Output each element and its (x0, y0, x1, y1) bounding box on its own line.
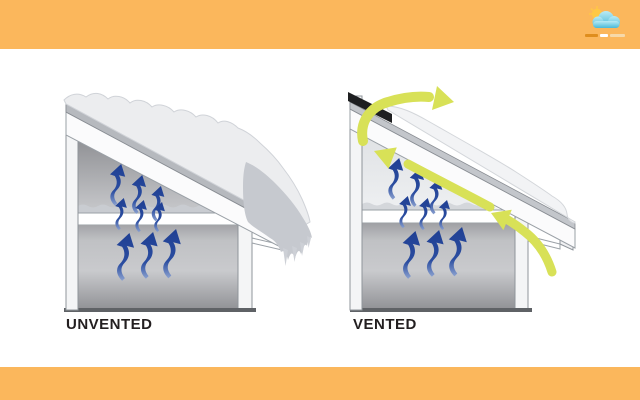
airflow-arrow-soffit-intake (491, 209, 557, 277)
icicles (283, 236, 311, 266)
bottom-banner (0, 367, 640, 400)
cloud-icon (592, 11, 620, 28)
floor-line (350, 308, 532, 312)
sun-cloud-logo-icon (580, 5, 630, 43)
ice-dam (243, 162, 312, 260)
living-room (78, 225, 238, 310)
sun-cloud-icon (589, 6, 620, 28)
ceiling (361, 209, 516, 224)
unvented-house (63, 92, 312, 312)
vented-house (348, 86, 576, 312)
airflow-arrow-channel (374, 147, 495, 212)
top-banner (0, 0, 640, 49)
roof-deck (349, 101, 576, 230)
unvented-label: UNVENTED (66, 316, 153, 333)
snow-layer (385, 105, 576, 224)
floor-line (64, 308, 256, 312)
vented-label: VENTED (353, 316, 417, 333)
airflow-arrows (357, 86, 557, 277)
attic-insulation (78, 204, 218, 213)
right-wall (237, 218, 253, 311)
airflow-arrow-ridge-exit (357, 86, 454, 146)
logo-tagline (580, 34, 630, 37)
